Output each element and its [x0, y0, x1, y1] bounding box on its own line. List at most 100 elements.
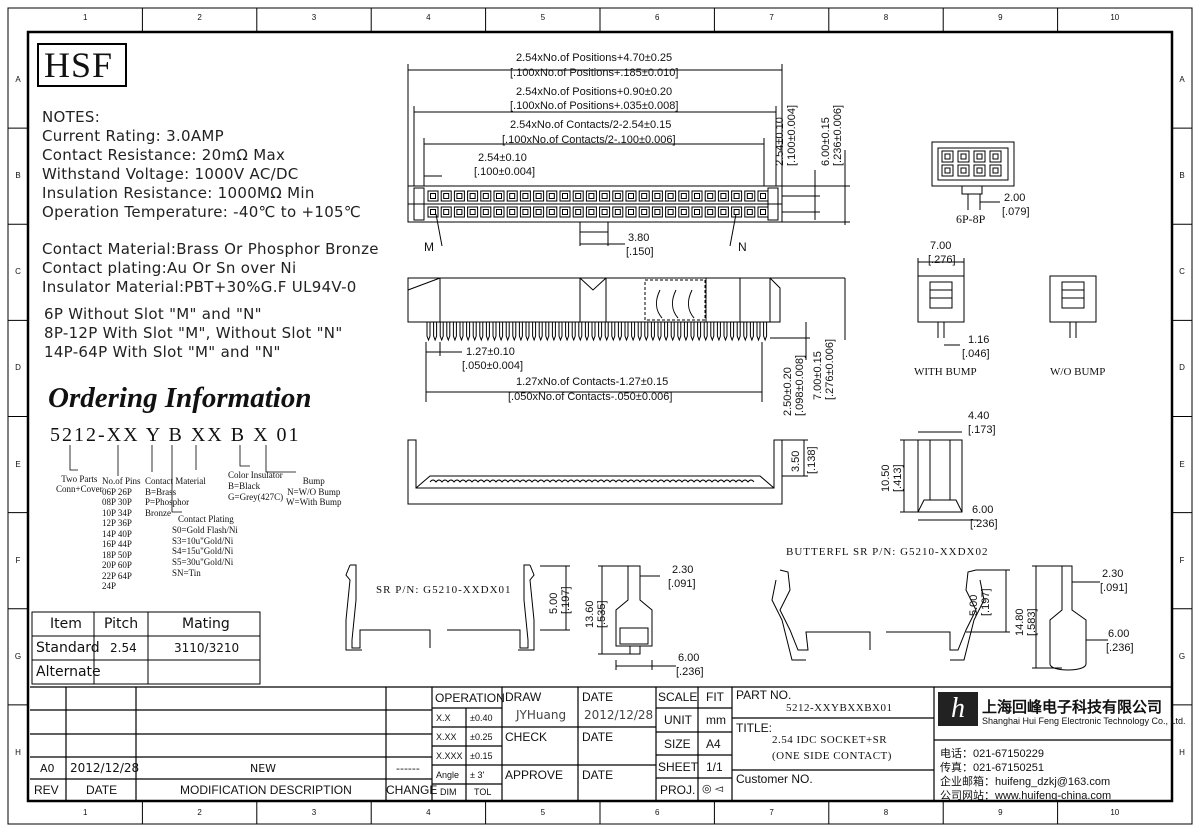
pins-option: 14P 40P	[102, 528, 132, 539]
grid-row-label: H	[1179, 747, 1185, 757]
grid-column-label: 2	[197, 13, 202, 22]
slot-notes: 6P Without Slot "M" and "N" 8P-12P With …	[44, 305, 343, 362]
pitch-table-header-pitch: Pitch	[104, 616, 139, 632]
dim-text: 13.60	[584, 600, 596, 628]
grid-row-label: G	[1178, 651, 1186, 661]
grid-column-label: 6	[654, 13, 660, 22]
pitch-table-header-item: Item	[50, 616, 82, 632]
sr-part-number: SR P/N: G5210-XXDX01	[376, 584, 512, 596]
view-label: W/O BUMP	[1050, 366, 1106, 378]
bump-label: Bump	[302, 476, 325, 486]
note-line: Operation Temperature: -40℃ to +105℃	[42, 203, 362, 221]
grid-column-label: 8	[883, 13, 889, 22]
view-label: WITH BUMP	[914, 366, 977, 378]
sheet-label: SHEET	[658, 760, 699, 774]
tol-header: TOL	[474, 787, 492, 797]
pitch-table-header-mating: Mating	[182, 616, 230, 632]
grid-column-label: 2	[197, 808, 202, 817]
dim-label: [.236]	[676, 666, 704, 678]
projection-symbol: ◎ ◅	[702, 783, 724, 795]
dim-text: [.236±0.006]	[832, 104, 844, 166]
contact-material-item: P=Phosphor	[145, 497, 190, 507]
customer-label: Customer NO.	[736, 772, 813, 786]
part-no: 5212-XXYBXXBX01	[786, 702, 893, 714]
slot-line: 6P Without Slot "M" and "N"	[44, 305, 262, 323]
material-line: Insulator Material:PBT+30%G.F UL94V-0	[42, 278, 357, 296]
contact-material-item: B=Brass	[145, 486, 177, 497]
grid-column-label: 10	[1110, 808, 1120, 817]
dim-text: [.535]	[596, 600, 608, 628]
pins-option: 08P 30P	[102, 497, 132, 507]
dim-label-vertical: 13.60[.535]	[584, 600, 608, 628]
notes-heading: NOTES:	[42, 108, 101, 126]
dim-label: [.276]	[928, 254, 956, 266]
dim-label: 6.00	[972, 504, 994, 516]
slot-n-label: N	[738, 240, 747, 254]
dim-text: [.197]	[980, 588, 992, 616]
dim-text: [.197]	[560, 586, 572, 614]
pitch-table-mating: 3110/3210	[174, 641, 240, 655]
grid-column-label: 1	[82, 808, 88, 817]
unit-label: UNIT	[664, 713, 692, 727]
draw-label: DRAW	[505, 690, 542, 704]
header-rev: REV	[34, 783, 59, 797]
dim-label-vertical: 7.00±0.15[.276±0.006]	[812, 339, 836, 400]
grid-row-label: C	[15, 267, 21, 277]
company-logo-icon: h	[938, 692, 978, 726]
bump-item: W=With Bump	[286, 497, 342, 507]
dim-text: 2.54±0.10	[774, 117, 786, 166]
ordering-code: 5212-XX Y B XX B X 01	[50, 424, 301, 446]
contact-material-label: Contact Material	[145, 476, 206, 486]
pins-option: 10P 34P	[102, 507, 132, 518]
pins-option: 12P 36P	[102, 518, 132, 528]
grid-column-label: 4	[426, 808, 431, 817]
dim-label: 1.27±0.10	[466, 346, 515, 358]
dim-text: 7.00±0.15	[812, 351, 824, 400]
size-value: A4	[706, 737, 721, 751]
dim-label-vertical: 10.50[.413]	[880, 464, 904, 492]
slot-line: 14P-64P With Slot "M" and "N"	[44, 343, 281, 361]
contact-material-item: Bronze	[145, 507, 171, 518]
dim-label: [.050±0.004]	[462, 360, 524, 372]
grid-column-label: 3	[311, 13, 317, 22]
tolerance-dim: X.XXX	[436, 751, 463, 761]
dim-label-vertical: [.138]	[806, 446, 818, 474]
company-phone: 电话：021-67150229	[940, 748, 1044, 760]
butterfly-sr-part-number: BUTTERFL SR P/N: G5210-XXDX02	[786, 546, 989, 558]
dim-text: 5.00	[968, 594, 980, 616]
ordering-title: Ordering Information	[48, 382, 312, 414]
pins-option: 18P 50P	[102, 549, 132, 560]
grid-row-label: D	[15, 363, 21, 373]
materials: Contact Material:Brass Or Phosphor Bronz…	[42, 240, 379, 297]
material-line: Contact plating:Au Or Sn over Ni	[42, 259, 297, 277]
plating-item: S0=Gold Flash/Ni	[172, 524, 238, 535]
date-label: DATE	[582, 768, 614, 782]
dim-label: 2.54xNo.of Contacts/2-2.54±0.15	[510, 119, 672, 131]
dim-label: [.150]	[626, 246, 654, 258]
dim-text: [.138]	[806, 446, 818, 474]
date-label: DATE	[582, 690, 614, 704]
tolerance-dim: X.XX	[436, 732, 457, 742]
dim-label: [.050xNo.of Contacts-.050±0.006]	[508, 391, 673, 403]
dim-text: [.276±0.006]	[824, 338, 836, 400]
two-parts: Two Parts Conn+Cover	[56, 474, 103, 494]
grid-column-label: 5	[540, 13, 546, 22]
color-item: B=Black	[228, 481, 261, 491]
dim-label-vertical: 2.50±0.20[.098±0.008]	[782, 355, 806, 416]
company-name-cn: 上海回峰电子科技有限公司	[982, 699, 1163, 716]
dim-label: 4.40	[968, 410, 990, 422]
dim-text: 6.00±0.15	[820, 117, 832, 166]
unit-value: mm	[706, 713, 726, 727]
dim-label: [.091]	[668, 578, 696, 590]
grid-column-label: 9	[998, 808, 1003, 817]
grid-column-label: 6	[654, 808, 660, 817]
tolerance-value: ±0.40	[470, 713, 493, 723]
dim-text: 3.50	[790, 450, 802, 472]
company-name-en: Shanghai Hui Feng Electronic Technology …	[982, 716, 1186, 726]
dim-label-vertical: 6.00±0.15[.236±0.006]	[820, 105, 844, 166]
size-label: SIZE	[664, 737, 691, 751]
part-no-label: PART NO.	[736, 688, 792, 702]
dim-text: [.583]	[1026, 608, 1038, 636]
